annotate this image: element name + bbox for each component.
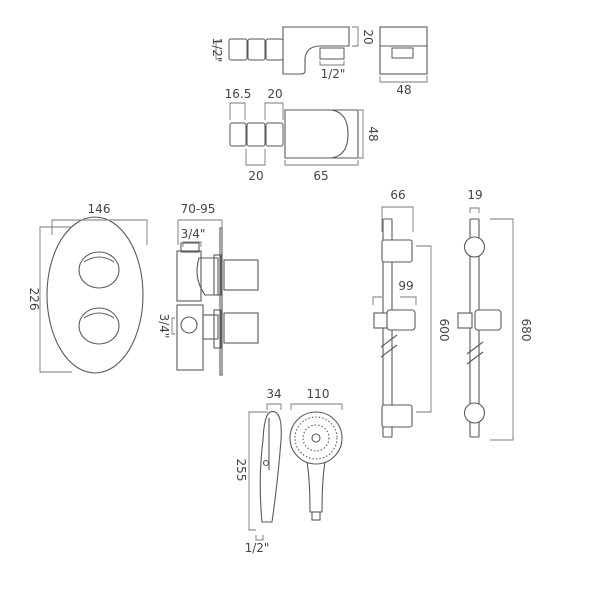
handset-side-view: 34 255 1/2" [234, 387, 282, 555]
dim-top-width: 48 [366, 126, 380, 141]
dim-valve-outlet-side: 3/4" [157, 314, 171, 339]
riser-rail-side-view: 19 680 [457, 188, 533, 441]
dim-rail-diameter: 19 [467, 188, 482, 202]
handset-holder [386, 309, 416, 331]
wall-bracket-bottom [381, 404, 413, 428]
wall-outlet-top-view: 16.5 20 20 65 48 [225, 87, 380, 183]
dim-handset-length: 255 [234, 459, 248, 482]
dim-valve-depth: 70-95 [181, 202, 216, 216]
dim-handset-head: 110 [307, 387, 330, 401]
dim-top-c: 20 [248, 169, 263, 183]
riser-rail-front-view: 66 99 600 [372, 188, 451, 438]
dim-outlet-height: 20 [361, 29, 375, 44]
dim-top-length: 65 [313, 169, 328, 183]
handset-front-view: 110 [289, 387, 343, 521]
threaded-pipe [228, 38, 284, 61]
wall-outlet-side-view: 1/2" 20 1/2" [210, 26, 375, 81]
dim-valve-outlet-top: 3/4" [181, 227, 206, 241]
dim-outlet-width: 48 [396, 83, 411, 97]
wall-bracket-top [381, 239, 413, 263]
control-knob-top [78, 251, 120, 289]
dim-rail-bracket: 66 [390, 188, 405, 202]
dim-rail-centres: 600 [437, 319, 451, 342]
outlet-thread [319, 47, 345, 60]
valve-faceplate: 146 226 [27, 202, 148, 374]
dim-faceplate-height: 226 [27, 288, 41, 311]
dim-handset-connection: 1/2" [245, 541, 270, 555]
dim-thread-bottom: 1/2" [321, 67, 346, 81]
wall-outlet-front-view: 48 [379, 26, 428, 97]
outlet-body [282, 26, 350, 75]
dim-rail-length: 680 [519, 319, 533, 342]
dim-faceplate-width: 146 [88, 202, 111, 216]
dim-rail-holder: 99 [398, 279, 413, 293]
dim-top-a: 16.5 [225, 87, 252, 101]
dim-top-b: 20 [267, 87, 282, 101]
valve-side-view: 70-95 3/4" 3/4" [157, 202, 259, 376]
dim-handset-depth: 34 [266, 387, 281, 401]
dim-thread-left: 1/2" [210, 38, 224, 63]
control-knob-bottom [78, 307, 120, 345]
